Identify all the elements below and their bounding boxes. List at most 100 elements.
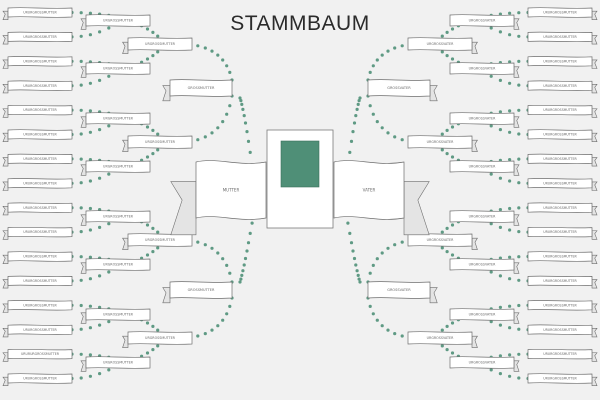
great-grandparent-left-2-label: URGROSSMUTTER — [103, 67, 134, 71]
ancestor-ribbon-right-11-label: URURGROSSMUTTER — [543, 255, 577, 259]
grandparent-left-top-label: GROSSMUTTER — [188, 86, 215, 90]
ancestor-ribbon-left-10-label: URURGROSSMUTTER — [23, 230, 57, 234]
ribbon-tail — [471, 237, 478, 250]
ancestor-ribbon-right-4-label: URURGROSSMUTTER — [543, 84, 577, 88]
grandparent-line-left-2: URGROSSMUTTER — [122, 135, 193, 152]
connector-dot — [228, 104, 232, 108]
connector-dot — [348, 150, 352, 154]
grandparent-line-right-2: URGROSSVATER — [407, 135, 478, 152]
ancestor-ribbon-right-16: URURGROSSMUTTER — [527, 373, 598, 386]
ribbon-body — [169, 79, 233, 97]
connector-dot — [400, 44, 404, 48]
connector-dot — [508, 130, 512, 134]
connector-dot — [489, 320, 493, 324]
ribbon-body — [85, 62, 151, 75]
connector-dot — [393, 243, 397, 247]
connector-dot — [79, 132, 83, 136]
connector-dot — [498, 323, 502, 327]
ribbon-tail — [403, 181, 430, 236]
great-grandparent-left-7: URGROSSMUTTER — [80, 308, 151, 324]
parent-mother-label: MUTTER — [223, 187, 240, 192]
connector-dot — [368, 304, 372, 308]
connector-dot — [156, 246, 160, 250]
ribbon-tail — [591, 132, 598, 142]
connector-dot — [450, 57, 455, 61]
connector-dot — [450, 223, 455, 227]
connector-dot — [348, 231, 352, 235]
ribbon-body — [407, 331, 473, 345]
connector-dot — [400, 240, 404, 244]
ribbon-tail — [2, 10, 9, 20]
ribbon-tail — [591, 84, 598, 94]
ribbon-tail — [2, 230, 9, 240]
ribbon-tail — [2, 108, 9, 118]
connector-dot — [375, 58, 379, 62]
ribbon-tail — [591, 303, 598, 313]
connector-dot — [352, 121, 357, 125]
ribbon-tail — [513, 66, 520, 78]
ribbon-tail — [513, 18, 520, 30]
connector-dot — [196, 44, 200, 48]
connector-dot — [250, 221, 254, 225]
connector-dot — [450, 27, 455, 31]
connector-dot — [107, 270, 111, 274]
connector-dot — [221, 120, 225, 124]
connector-dot — [517, 303, 521, 308]
connector-dot — [216, 53, 220, 57]
ancestor-ribbon-right-1-label: URURGROSSMUTTER — [543, 11, 577, 15]
connector-dot — [239, 277, 243, 281]
connector-dot — [241, 269, 245, 273]
grandparent-line-right-3-label: URGROSSVATER — [427, 238, 454, 242]
ribbon-body — [527, 7, 593, 18]
ancestor-ribbon-left-9-label: URURGROSSMUTTER — [23, 206, 57, 210]
connector-dot — [238, 280, 242, 284]
connector-dot — [79, 34, 83, 38]
connector-dot — [489, 74, 493, 78]
connector-dot — [517, 255, 521, 259]
connector-dot — [368, 271, 372, 275]
great-grandparent-right-1-label: URGROSSVATER — [469, 19, 496, 23]
connector-dot — [238, 96, 242, 100]
connector-dot — [371, 312, 375, 316]
connector-dot — [508, 60, 512, 64]
ancestor-ribbon-right-14-label: URURGROSSMUTTER — [543, 328, 577, 332]
ribbon-body — [85, 210, 151, 223]
connector-dot — [445, 226, 449, 230]
connector-dot — [225, 312, 229, 316]
grandparent-left-top: GROSSMUTTER — [162, 79, 233, 102]
connector-dot — [445, 250, 449, 254]
connector-dot — [88, 374, 92, 378]
connector-dot — [79, 206, 83, 210]
connector-dot — [151, 30, 155, 34]
great-grandparent-left-4-label: URGROSSMUTTER — [103, 165, 134, 169]
ribbon-tail — [513, 214, 520, 226]
connector-dot — [450, 253, 455, 257]
grandparent-right-top: GROSSVATER — [367, 79, 438, 102]
great-grandparent-right-7: URGROSSVATER — [449, 308, 520, 324]
great-grandparent-left-5: URGROSSMUTTER — [80, 210, 151, 226]
ancestor-ribbon-right-4: URURGROSSMUTTER — [527, 80, 598, 94]
connector-dot — [242, 263, 246, 267]
great-grandparent-right-8: URGROSSVATER — [449, 356, 520, 372]
connector-dot — [221, 318, 225, 322]
connector-dot — [508, 326, 512, 330]
ribbon-body — [127, 331, 193, 345]
connector-dot — [356, 102, 360, 106]
connector-dot — [240, 273, 244, 277]
connector-dot — [508, 304, 512, 308]
grandparent-line-left-3: URGROSSMUTTER — [122, 233, 193, 250]
ribbon-body — [367, 79, 431, 97]
connector-dot — [79, 352, 83, 356]
connector-dot — [354, 263, 358, 267]
connector-dot — [517, 181, 521, 185]
connector-dot — [151, 250, 155, 254]
grandparent-line-left-1-label: URGROSSMUTTER — [145, 42, 176, 46]
connector-dot — [393, 46, 397, 50]
connector-dot — [357, 277, 361, 281]
ancestor-ribbon-left-3: URURGROSSMUTTER — [2, 56, 73, 69]
connector-dot — [508, 277, 512, 281]
connector-dot — [156, 132, 160, 136]
ancestor-ribbon-right-9: URURGROSSMUTTER — [527, 202, 598, 216]
connector-dot — [508, 374, 512, 378]
connector-dot — [508, 228, 512, 232]
